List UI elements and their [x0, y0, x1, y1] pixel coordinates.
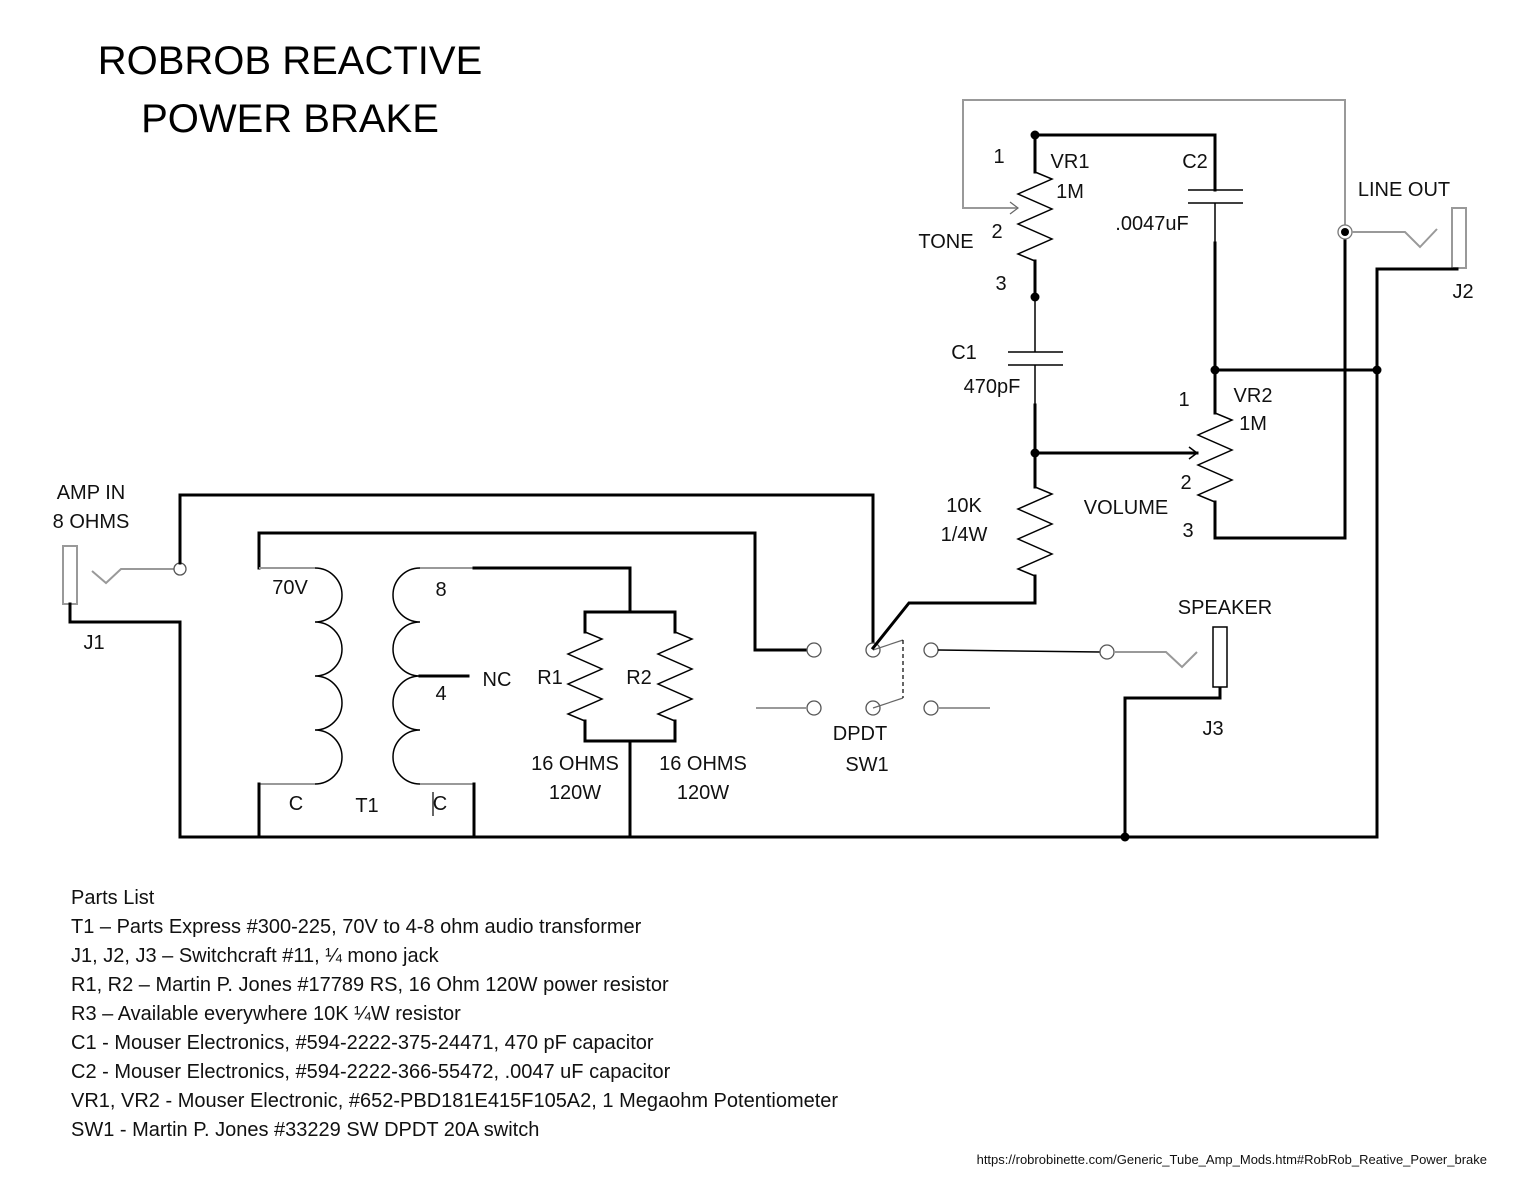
label-t1-tap-8: 8 [435, 579, 446, 601]
parts-list-heading: Parts List [71, 887, 155, 909]
jack-j3 [1099, 626, 1228, 842]
wire-j1-tip-to-sw1 [178, 493, 875, 650]
parts-list-item: T1 – Parts Express #300-225, 70V to 4-8 … [71, 916, 642, 938]
label-sw1: SW1 [845, 754, 888, 776]
label-vr2-pin2: 2 [1180, 472, 1191, 494]
label-vr2: VR2 [1234, 385, 1273, 407]
wire-j1-sleeve-ground [68, 368, 1379, 839]
potentiometer-vr2 [1030, 230, 1382, 540]
parts-list-item: C1 - Mouser Electronics, #594-2222-375-2… [71, 1032, 654, 1054]
capacitor-c2 [1188, 189, 1243, 372]
jack-j2 [1337, 207, 1467, 372]
label-r2: R2 [626, 667, 652, 689]
label-vr1-value: 1M [1056, 181, 1084, 203]
parts-list-item: SW1 - Martin P. Jones #33229 SW DPDT 20A… [71, 1119, 540, 1141]
label-vr2-pin3: 3 [1182, 520, 1193, 542]
label-r3-value: 10K [946, 495, 982, 517]
resistor-r3 [1016, 451, 1054, 577]
capacitor-c1 [1008, 297, 1063, 455]
label-sw1-type: DPDT [833, 723, 887, 745]
label-j1: J1 [83, 632, 104, 654]
label-t1-secondary-c: C [433, 793, 447, 815]
parts-list-item: VR1, VR2 - Mouser Electronic, #652-PBD18… [71, 1090, 839, 1112]
label-r2-value: 16 OHMS [659, 753, 747, 775]
wire-sw1-to-r3 [870, 574, 1037, 651]
label-vr1-pin3: 3 [995, 273, 1006, 295]
parts-list-item: R3 – Available everywhere 10K ¼W resisto… [71, 1003, 461, 1025]
jack-j1 [62, 545, 187, 605]
transformer-t1 [257, 531, 810, 839]
label-t1-tap-4: 4 [435, 683, 446, 705]
label-vr1-pin2: 2 [991, 221, 1002, 243]
title-line-1: ROBROB REACTIVE [98, 39, 483, 83]
label-vr2-pin1: 1 [1178, 389, 1189, 411]
label-t1-primary-c: C [289, 793, 303, 815]
label-r3-power: 1/4W [941, 524, 988, 546]
label-j2: J2 [1452, 281, 1473, 303]
parts-list: Parts List T1 – Parts Express #300-225, … [71, 884, 838, 1145]
parts-list-item: J1, J2, J3 – Switchcraft #11, ¼ mono jac… [71, 945, 439, 967]
parts-list-item: C2 - Mouser Electronics, #594-2222-366-5… [71, 1061, 671, 1083]
label-c1: C1 [951, 342, 977, 364]
resistors-r1-r2 [566, 610, 694, 839]
potentiometer-vr1 [962, 99, 1346, 302]
label-line-out: LINE OUT [1358, 179, 1450, 201]
label-vr1-pin1: 1 [993, 146, 1004, 168]
label-c2-value: .0047uF [1115, 213, 1188, 235]
label-vr2-value: 1M [1239, 413, 1267, 435]
label-t1-70v: 70V [272, 577, 308, 599]
label-nc: NC [483, 669, 512, 691]
label-speaker: SPEAKER [1178, 597, 1272, 619]
switch-sw1 [756, 639, 1101, 716]
label-r1-value: 16 OHMS [531, 753, 619, 775]
title-line-2: POWER BRAKE [141, 97, 439, 141]
label-r2-power: 120W [677, 782, 729, 804]
label-j3: J3 [1202, 718, 1223, 740]
label-vr1-tone: TONE [918, 231, 973, 253]
parts-list-item: R1, R2 – Martin P. Jones #17789 RS, 16 O… [71, 974, 669, 996]
label-vr2-volume: VOLUME [1084, 497, 1168, 519]
label-amp-in: AMP IN [57, 482, 126, 504]
label-r1: R1 [537, 667, 563, 689]
label-vr1: VR1 [1051, 151, 1090, 173]
source-url: https://robrobinette.com/Generic_Tube_Am… [976, 1152, 1487, 1167]
label-t1: T1 [355, 795, 378, 817]
label-c1-value: 470pF [964, 376, 1021, 398]
label-c2: C2 [1182, 151, 1208, 173]
label-r1-power: 120W [549, 782, 601, 804]
label-amp-in-ohms: 8 OHMS [53, 511, 130, 533]
